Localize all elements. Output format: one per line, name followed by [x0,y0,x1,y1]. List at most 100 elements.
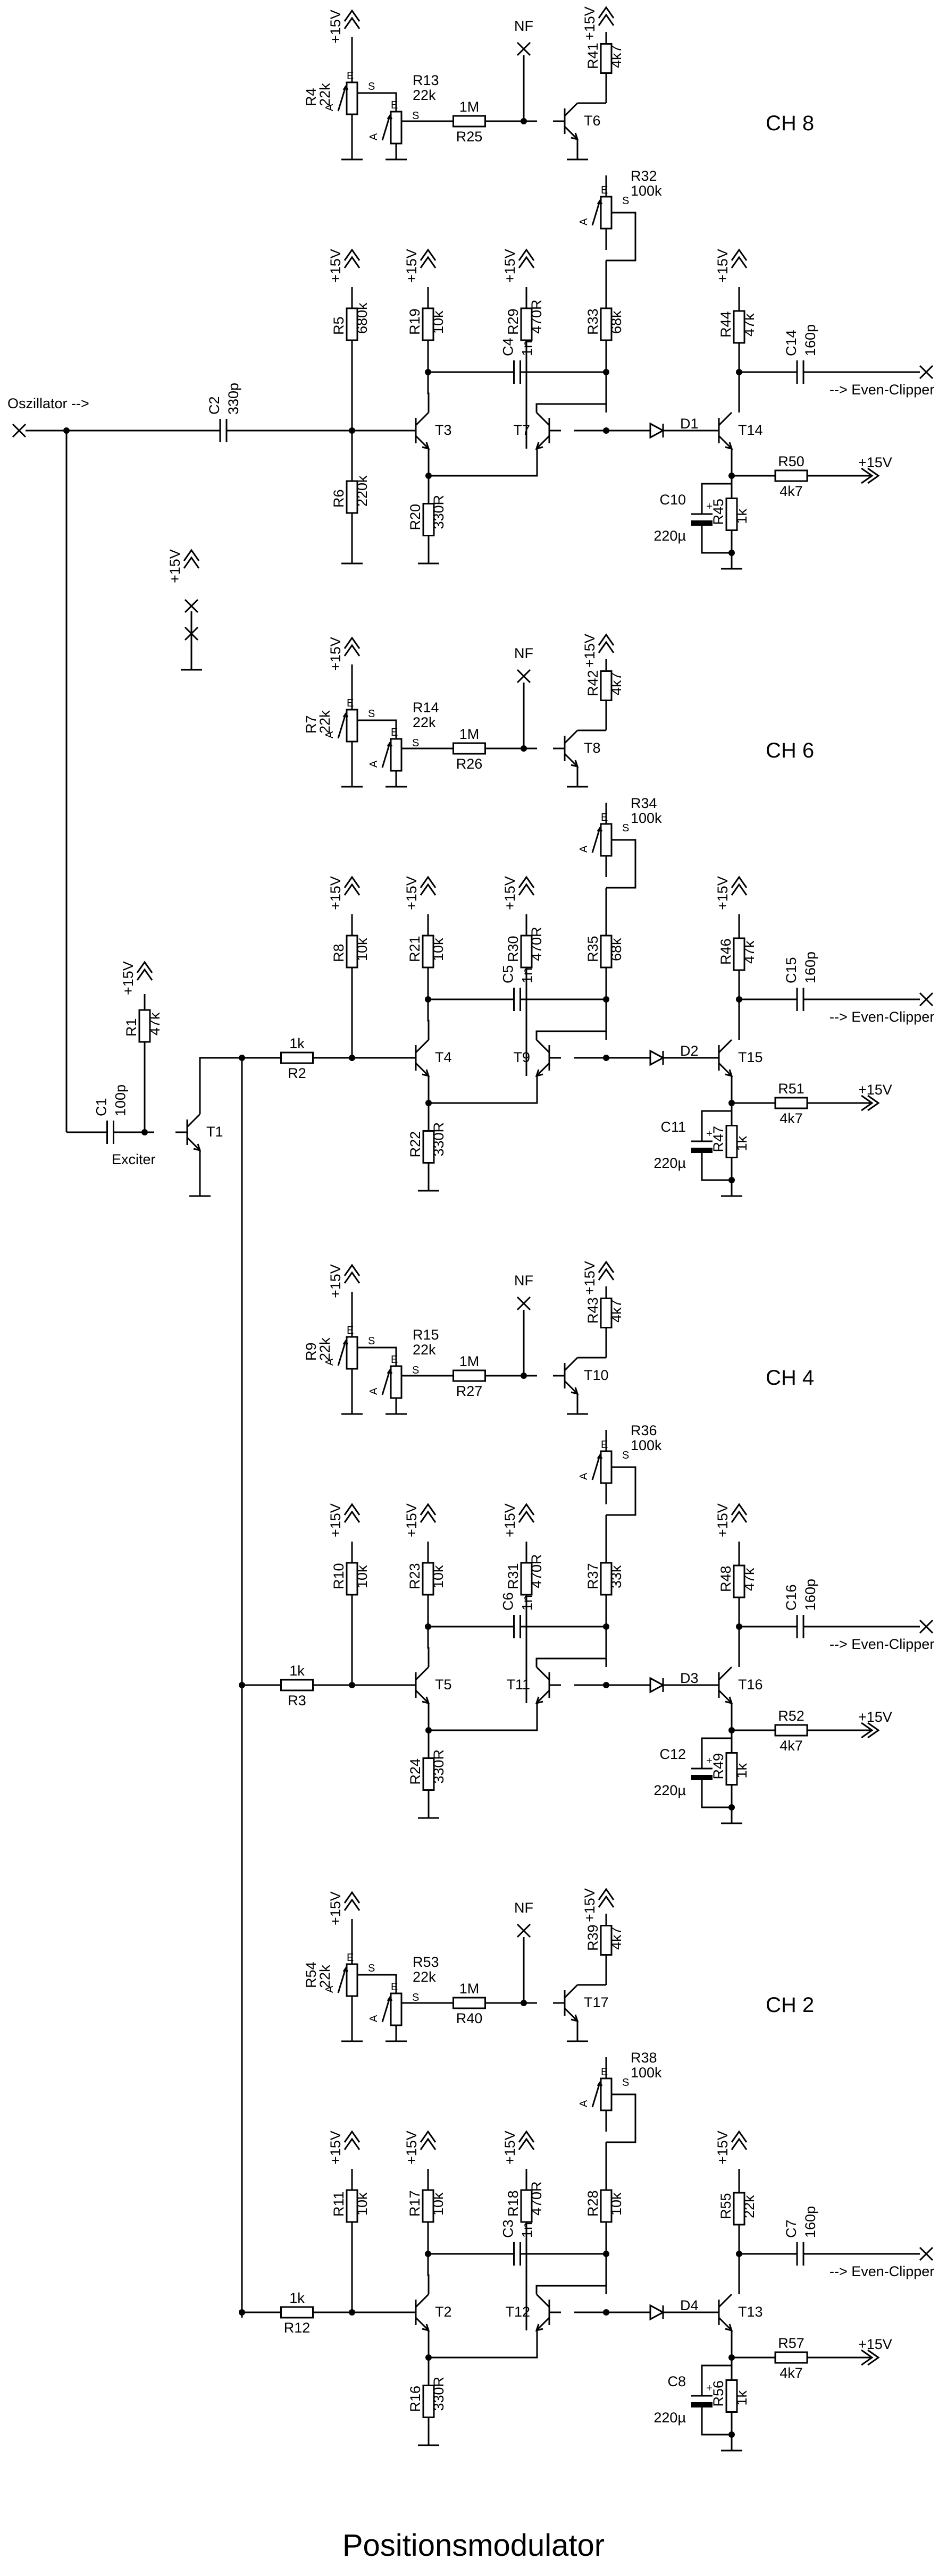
pin-label: S [412,1365,419,1376]
trimmer-ref: R9 [303,1342,319,1361]
capacitor-value: 220µ [653,2410,686,2426]
wire [701,1737,732,1749]
pin-label: S [368,81,375,92]
resistor-value: 470R [529,299,544,334]
trimmer-arrow [337,1967,349,1993]
resistor [422,1757,435,1791]
wire [535,1039,550,1054]
supply-rail-symbol [518,248,535,268]
supply-rail-symbol [518,875,535,896]
resistor-value: 47k [741,1568,757,1591]
supply-label: +15V [715,1503,731,1537]
resistor-value: 47k [741,940,757,964]
supply-label: +15V [582,634,598,668]
supply-rail-symbol [343,2130,361,2150]
wire [415,1666,430,1681]
resistor-value: 10k [354,1565,370,1588]
transistor-ref: T2 [435,2304,452,2320]
wire [718,1039,733,1054]
wire [564,729,579,744]
wire [564,125,579,140]
resistor [520,935,533,969]
trimmer [346,709,358,743]
wire [701,2424,732,2436]
resistor-ref: R43 [585,1297,601,1324]
supply-rail-symbol [598,1888,615,1908]
wire [701,1169,732,1181]
capacitor-ref: C10 [659,492,686,508]
resistor [600,1562,613,1596]
pin-label: A [578,845,590,853]
wire [186,1137,201,1151]
resistor-value: 10k [430,938,446,961]
resistor [725,1125,738,1158]
supply-rail-symbol [731,1503,748,1523]
supply-arrow [851,1722,880,1739]
resistor [600,43,613,74]
capacitor-ref: C16 [783,1584,799,1611]
pin-label: E [601,812,608,823]
wire [701,1110,732,1122]
junction-dot [603,369,609,375]
supply-label: +15V [328,876,343,910]
resistor [774,1724,808,1737]
resistor-value: 4k7 [608,1926,624,1950]
resistor-ref: R49 [710,1753,726,1780]
supply-label: +15V [328,2131,343,2165]
capacitor-ref: C14 [783,330,799,356]
diode-ref: D1 [680,416,699,432]
pin-label: S [622,1450,629,1461]
resistor-ref: R12 [284,2320,311,2336]
resistor-value: 680k [354,302,370,334]
resistor-value: 10k [354,2192,370,2216]
supply-rail-symbol [518,2130,535,2150]
supply-arrow [518,875,535,896]
wire [535,1666,550,1681]
wire [564,1984,579,1999]
resistor-ref: R37 [585,1563,601,1589]
trimmer-ref: R14 [413,700,439,715]
trimmer [600,2077,613,2111]
trimmer [390,1992,403,2026]
junction-dot [521,1373,527,1379]
resistor-value: 10k [354,938,370,961]
wire [718,1062,733,1077]
capacitor-ref: C8 [667,2373,686,2389]
trimmer-value: 22k [413,87,436,103]
wire [415,2317,430,2331]
resistor [422,503,435,536]
pin-label: S [622,195,629,207]
polarity-plus: + [706,1128,713,1140]
resistor-ref: R2 [288,1065,306,1081]
supply-arrow [518,2130,535,2150]
wire [535,1030,606,1040]
trimmer-arrow [381,1996,393,2023]
wire [429,2328,538,2359]
capacitor-plate-neg [691,1775,713,1780]
trimmer-arrow [381,1369,393,1395]
resistor [725,1752,738,1786]
capacitor-ref: C7 [783,2219,799,2238]
terminal-cross [516,1296,531,1311]
resistor [452,1369,486,1382]
resistor-ref: 4k7 [780,1110,803,1126]
supply-label: +15V [858,1082,892,1098]
resistor-ref: R40 [456,2010,483,2026]
terminal-cross [12,423,27,438]
resistor-value: 22k [741,2195,757,2218]
diode [649,1677,665,1694]
resistor-value: 1k [734,2390,750,2405]
supply-label: +15V [404,2131,420,2165]
resistor [346,935,358,969]
resistor [346,480,358,514]
resistor-ref: R3 [288,1693,306,1708]
nf-label: NF [514,1273,533,1289]
supply-arrow [598,1888,615,1908]
supply-label: +15V [502,249,518,283]
resistor [774,1097,808,1109]
transistor-ref: T10 [584,1367,609,1383]
pin-label: A [324,731,336,738]
capacitor-ref: C11 [660,1119,686,1135]
resistor-value: 10k [430,310,446,334]
resistor-ref: R16 [407,2386,423,2412]
